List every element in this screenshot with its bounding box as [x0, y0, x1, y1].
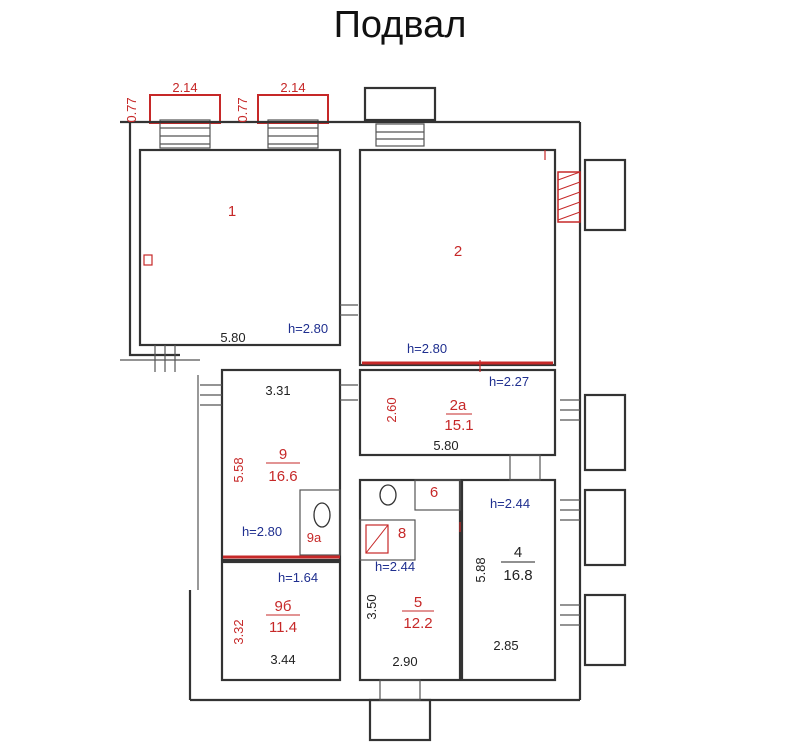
vent-hatch [557, 171, 581, 223]
height-room5: h=2.44 [375, 559, 415, 574]
room-6-outline [414, 479, 461, 511]
room-2a-number: 2а [450, 397, 467, 414]
dim-room2a-width: 5.80 [433, 438, 458, 453]
room-4-number: 4 [514, 544, 522, 561]
room-9b-outline [220, 560, 342, 682]
height-room2: h=2.80 [407, 341, 447, 356]
height-room9: h=2.80 [242, 524, 282, 539]
dim-porch2-width: 2.14 [280, 80, 305, 95]
room-1-number: 1 [228, 203, 236, 220]
room-6-number: 6 [430, 484, 438, 501]
room-9b-number: 9б [275, 598, 292, 615]
room-2a-area: 15.1 [444, 417, 473, 434]
room-5-area: 12.2 [403, 615, 432, 632]
room-2-outline [358, 148, 557, 367]
room-2a-outline [358, 368, 557, 457]
room-8-number: 8 [398, 525, 406, 542]
room-9a-outline [299, 489, 341, 556]
dim-room9-width: 3.31 [265, 383, 290, 398]
page-title: Подвал [333, 4, 467, 46]
dim-room2a-height: 2.60 [384, 397, 399, 422]
room-9-outline [220, 368, 342, 562]
room-9b-area: 11.4 [269, 619, 297, 636]
stairs-left [154, 345, 222, 406]
dim-room4-height: 5.88 [473, 557, 488, 582]
porch-3 [363, 86, 437, 147]
dim-room5-height: 3.50 [364, 594, 379, 619]
room-4-outline [460, 478, 557, 682]
dim-room9b-height: 3.32 [231, 619, 246, 644]
room-9-area: 16.6 [268, 468, 297, 485]
dim-room9b-width: 3.44 [270, 652, 295, 667]
dim-room5-width: 2.90 [392, 654, 417, 669]
height-room4: h=2.44 [490, 496, 530, 511]
height-room9b: h=1.64 [278, 570, 318, 585]
dim-porch2-depth: 0.77 [235, 97, 250, 122]
height-room1: h=2.80 [288, 321, 328, 336]
dim-porch1-depth: 0.77 [124, 97, 139, 122]
dim-room4-width: 2.85 [493, 638, 518, 653]
room-1-outline [138, 148, 342, 347]
porch-bottom [368, 698, 432, 742]
dim-room1-width: 5.80 [220, 330, 245, 345]
outer-walls [120, 120, 582, 702]
room-4-area: 16.8 [503, 567, 532, 584]
room-9a-number: 9а [307, 530, 322, 545]
dim-room9-height: 5.58 [231, 457, 246, 482]
dim-porch1-width: 2.14 [172, 80, 197, 95]
height-room2a: h=2.27 [489, 374, 529, 389]
room-8-outline [359, 519, 416, 561]
room-2-number: 2 [454, 243, 462, 260]
room-9-number: 9 [279, 446, 287, 463]
room-5-number: 5 [414, 594, 422, 611]
